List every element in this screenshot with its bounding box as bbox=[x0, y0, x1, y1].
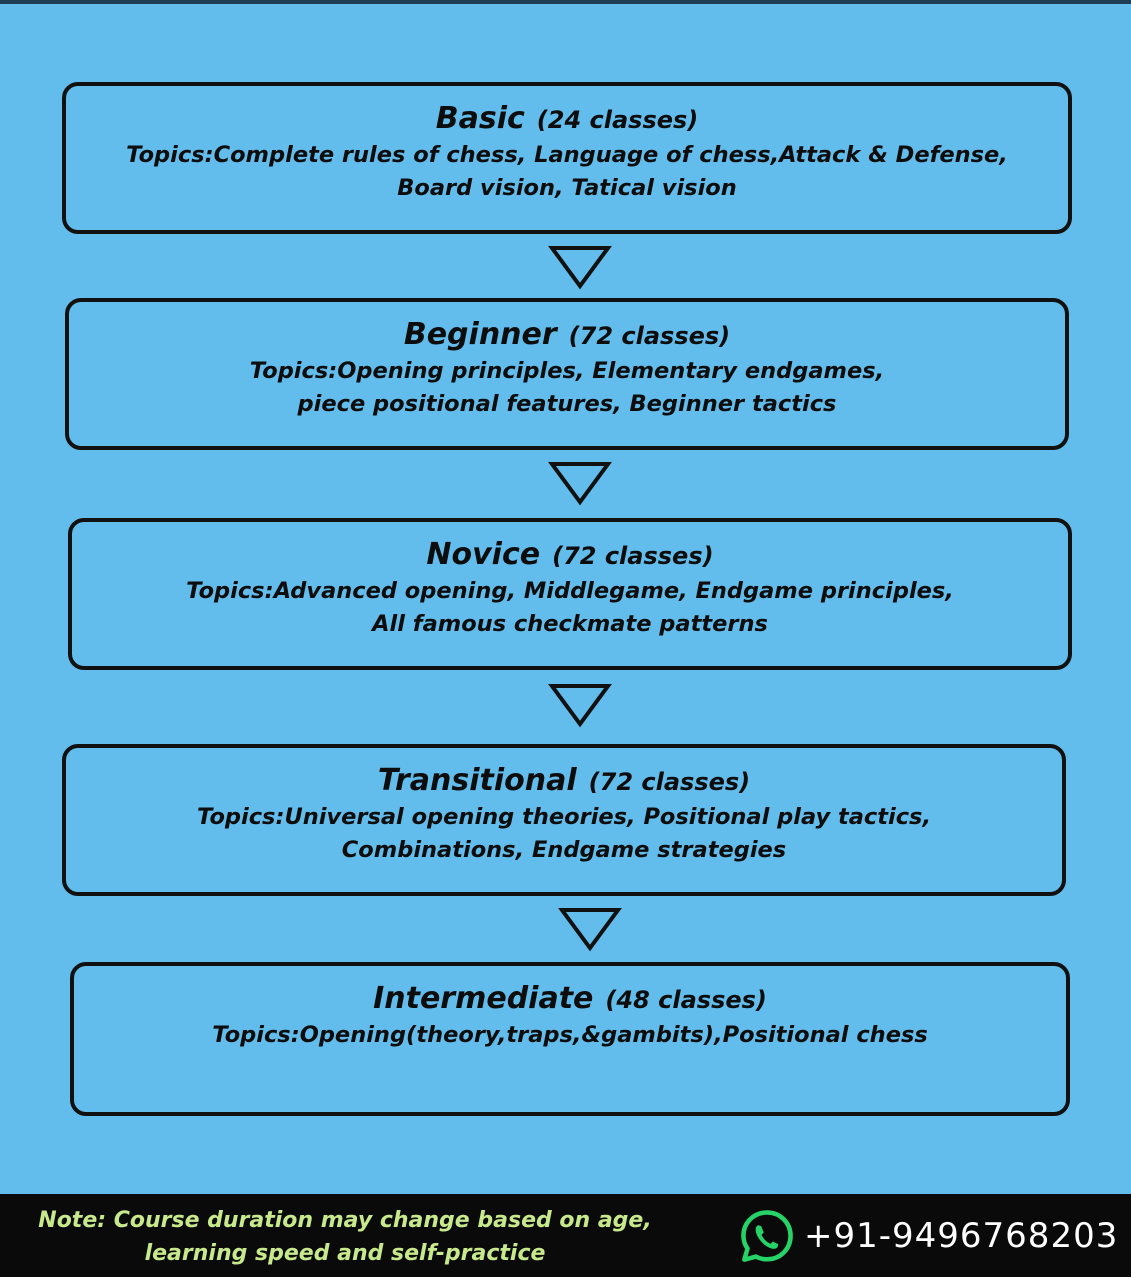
level-name: Intermediate bbox=[373, 981, 594, 1016]
level-title-row: Basic (24 classes) bbox=[66, 100, 1068, 139]
level-topics: Topics:Complete rules of chess, Language… bbox=[126, 142, 1008, 201]
level-classes: (72 classes) bbox=[552, 542, 714, 570]
flowchart: Basic (24 classes) Topics:Complete rules … bbox=[0, 4, 1131, 1194]
level-topics: Topics:Opening(theory,traps,&gambits),Po… bbox=[212, 1022, 928, 1048]
level-title-row: Intermediate (48 classes) bbox=[74, 980, 1066, 1019]
level-title-row: Transitional (72 classes) bbox=[66, 762, 1062, 801]
level-title-row: Novice (72 classes) bbox=[72, 536, 1068, 575]
level-title-row: Beginner (72 classes) bbox=[69, 316, 1065, 355]
level-box-basic: Basic (24 classes) Topics:Complete rules … bbox=[62, 82, 1072, 234]
level-classes: (24 classes) bbox=[536, 106, 699, 134]
level-topics: Topics:Advanced opening, Middlegame, End… bbox=[186, 578, 954, 637]
level-classes: (72 classes) bbox=[588, 768, 751, 796]
level-topics: Topics:Universal opening theories, Posit… bbox=[197, 804, 931, 863]
level-name: Basic bbox=[435, 101, 525, 136]
level-box-transitional: Transitional (72 classes) Topics:Universa… bbox=[62, 744, 1066, 896]
level-box-intermediate: Intermediate (48 classes) Topics:Opening(… bbox=[70, 962, 1070, 1116]
level-classes: (48 classes) bbox=[605, 986, 767, 1014]
level-box-beginner: Beginner (72 classes) Topics:Opening prin… bbox=[65, 298, 1069, 450]
chevron-down-icon bbox=[548, 246, 612, 290]
top-strip bbox=[0, 0, 1131, 4]
level-name: Transitional bbox=[377, 763, 577, 798]
level-name: Beginner bbox=[403, 317, 557, 352]
level-classes: (72 classes) bbox=[568, 322, 731, 350]
chevron-down-icon bbox=[548, 684, 612, 728]
level-box-novice: Novice (72 classes) Topics:Advanced openi… bbox=[68, 518, 1072, 670]
course-duration-note: Note: Course duration may change based o… bbox=[38, 1208, 652, 1266]
level-topics: Topics:Opening principles, Elementary en… bbox=[249, 358, 885, 417]
phone-number[interactable]: +91-9496768203 bbox=[804, 1216, 1119, 1256]
whatsapp-icon[interactable] bbox=[738, 1208, 796, 1266]
footer-bar: Note: Course duration may change based o… bbox=[0, 1194, 1131, 1277]
chevron-down-icon bbox=[558, 908, 622, 952]
chevron-down-icon bbox=[548, 462, 612, 506]
level-name: Novice bbox=[426, 537, 541, 572]
